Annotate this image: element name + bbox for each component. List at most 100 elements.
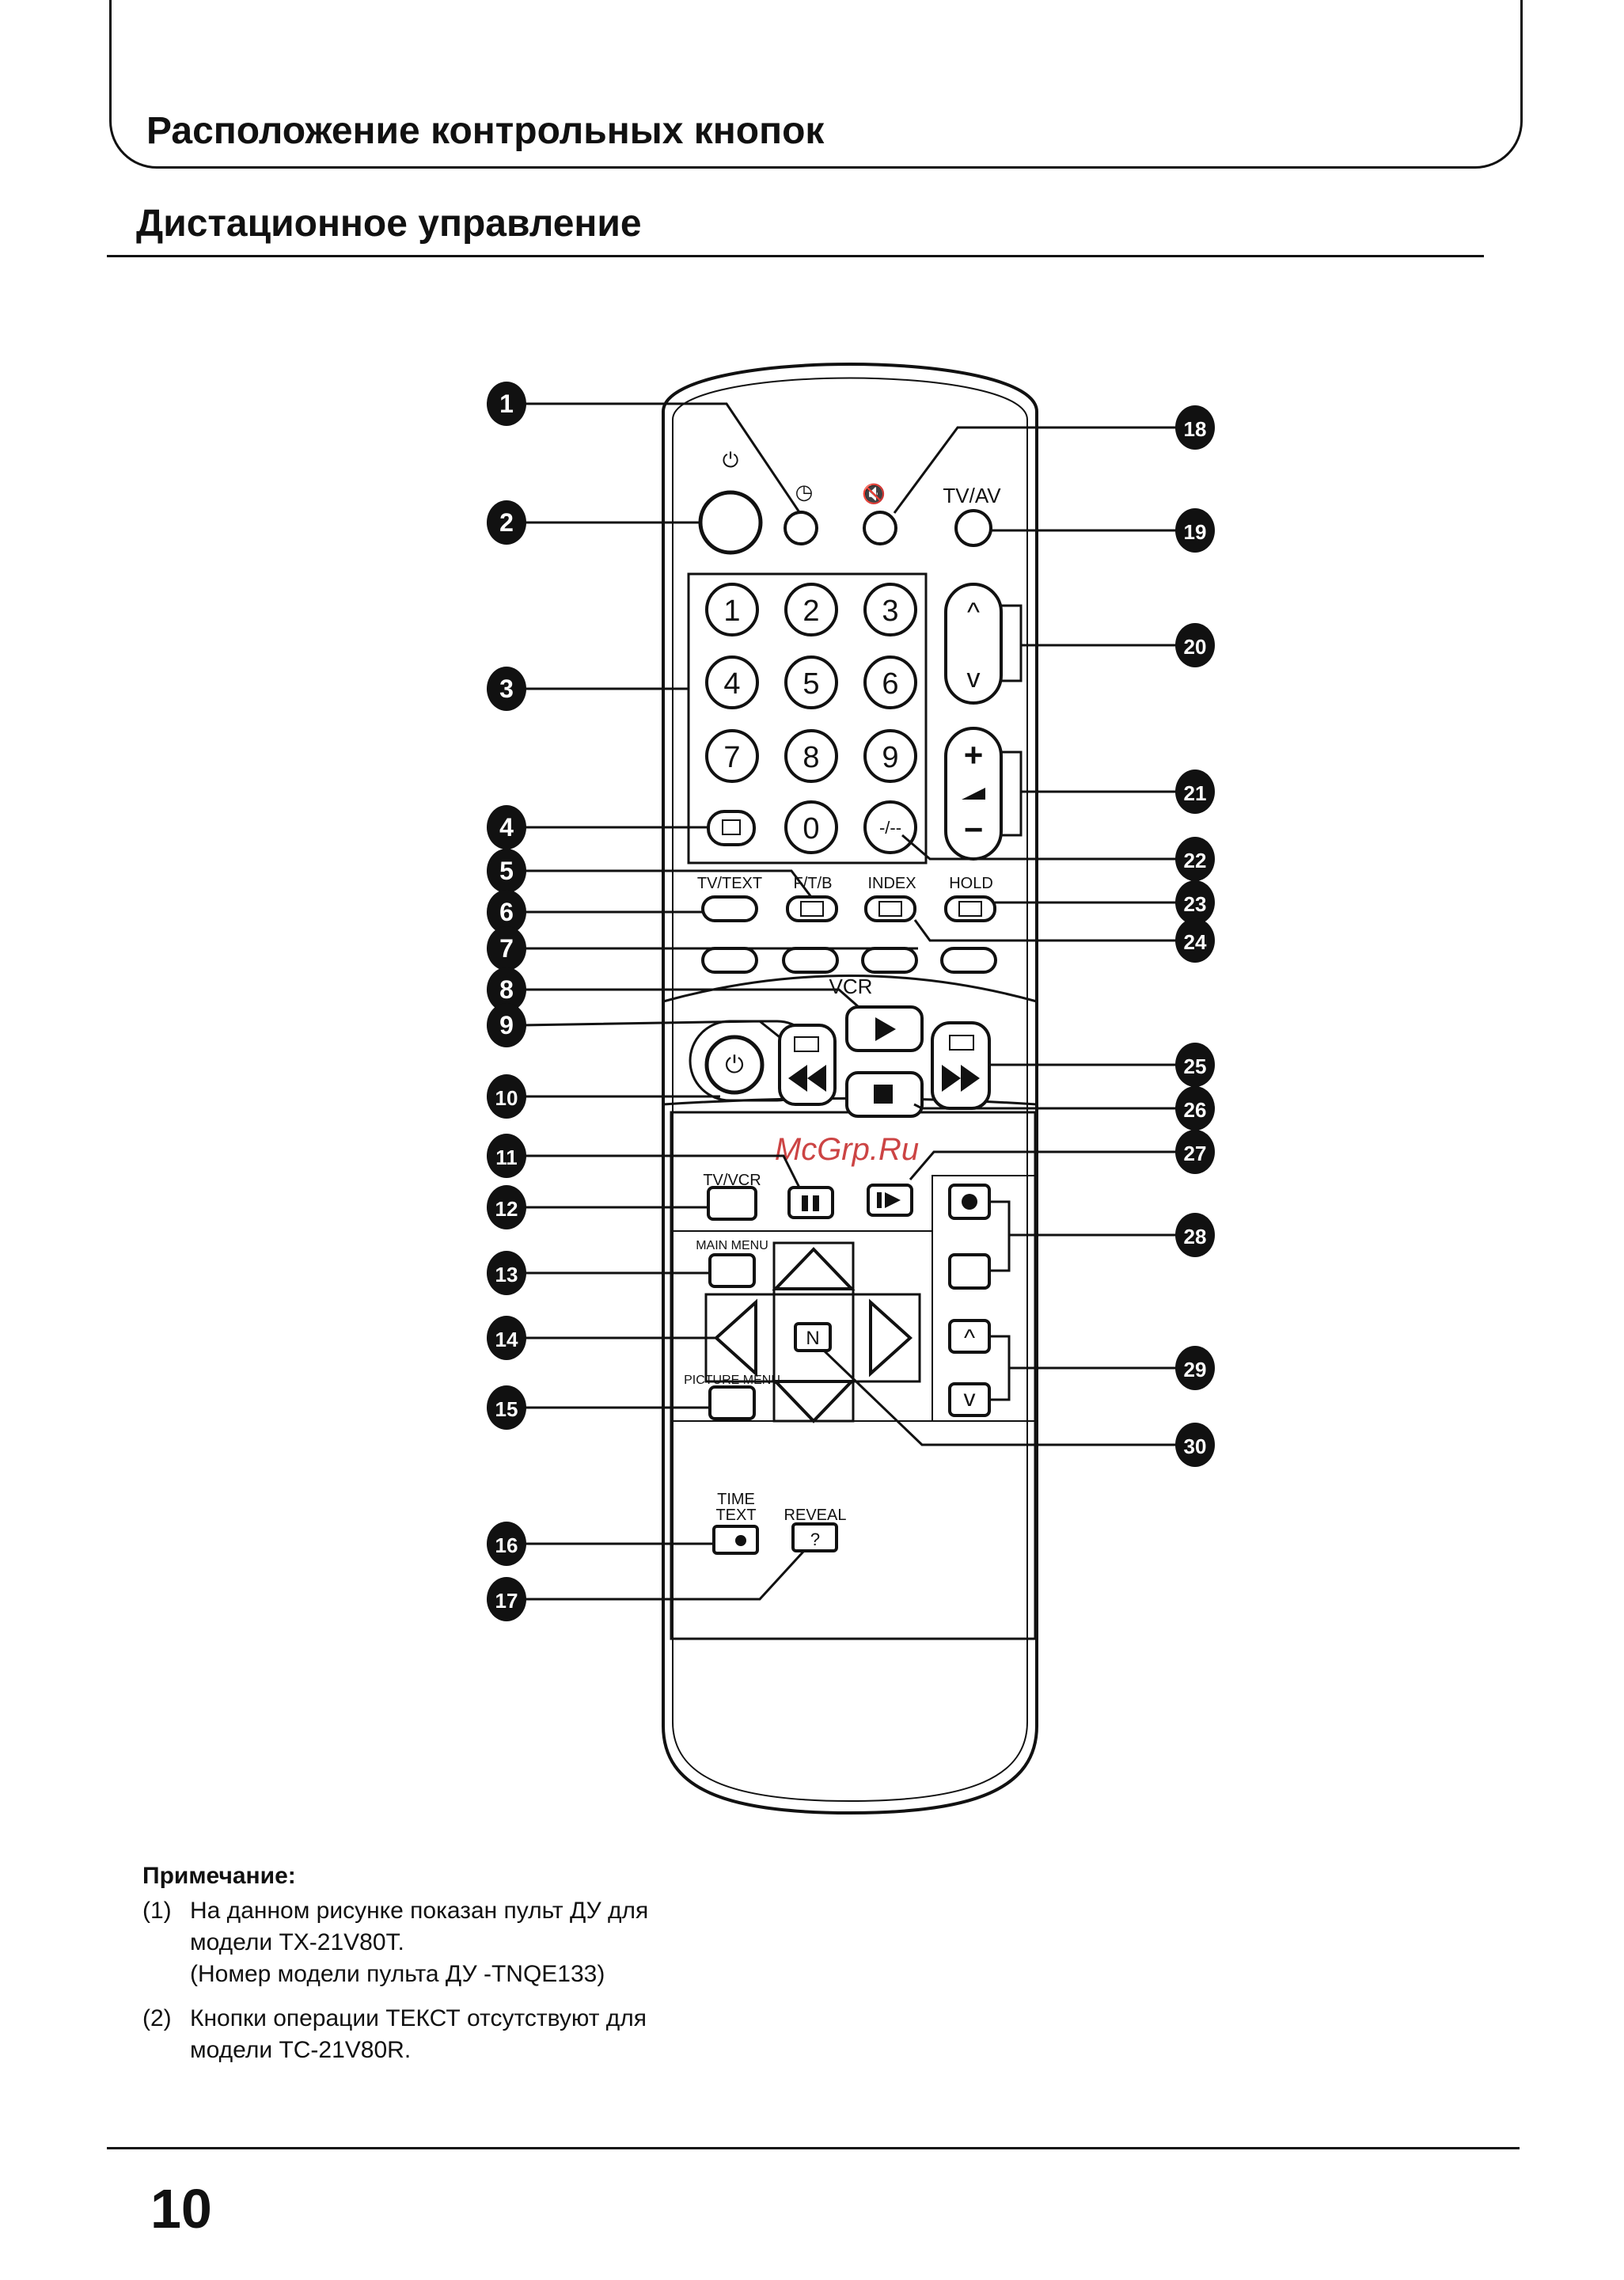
- note-line: модели TC-21V80R.: [190, 2037, 412, 2063]
- callout-number: 6: [499, 898, 514, 926]
- cursor-down-button[interactable]: [772, 1380, 856, 1423]
- callout-number: 11: [495, 1146, 518, 1169]
- hold-label: HOLD: [949, 875, 993, 892]
- fastext-yellow-button[interactable]: [861, 947, 918, 974]
- digit-button-4[interactable]: [705, 656, 759, 709]
- hold-button[interactable]: [944, 895, 996, 922]
- digit-button-5[interactable]: [784, 656, 838, 709]
- index-icon: [878, 901, 902, 917]
- digit-label: 8: [803, 741, 819, 774]
- callout-badge: [487, 1251, 526, 1295]
- aspect-icon: [722, 819, 741, 835]
- vcr-ch-up-label: ^: [964, 1325, 975, 1351]
- fastext-green-button[interactable]: [782, 947, 839, 974]
- aspect-button[interactable]: [707, 810, 756, 846]
- cursor-right-button[interactable]: [869, 1298, 913, 1378]
- callout-number: 23: [1184, 892, 1207, 916]
- callout-number: 17: [495, 1589, 518, 1613]
- digit-button-6[interactable]: [863, 656, 917, 709]
- header-divider: [107, 255, 1484, 257]
- callout-badge: [1175, 837, 1215, 881]
- hold-icon: [958, 901, 982, 917]
- vcr-ch-down-label: v: [964, 1385, 976, 1412]
- reveal-label: REVEAL: [784, 1507, 847, 1524]
- vcr-label: VCR: [829, 975, 873, 998]
- note-number: (2): [142, 2005, 172, 2031]
- fastext-red-button[interactable]: [701, 947, 758, 974]
- callout-badge: [487, 667, 526, 711]
- stop-icon: [874, 1085, 893, 1104]
- index-button[interactable]: [864, 895, 916, 922]
- callout-badge: [487, 849, 526, 893]
- callout-number: 29: [1184, 1358, 1207, 1381]
- tv-text-button[interactable]: [701, 895, 758, 922]
- digit-button-1[interactable]: [705, 583, 759, 636]
- n-button[interactable]: [794, 1322, 832, 1352]
- callout-badge: [1175, 405, 1215, 450]
- slow-icon: [877, 1192, 901, 1208]
- play-icon: [875, 1017, 896, 1041]
- callout-badge: [1175, 770, 1215, 814]
- digit-label: 0: [803, 812, 819, 846]
- picture-menu-button[interactable]: [708, 1385, 756, 1420]
- rec-panel: [932, 1175, 1036, 1422]
- page-subtitle: Дистационное управление: [136, 203, 642, 245]
- callout-badge: [487, 1074, 526, 1119]
- channel-rocker[interactable]: [944, 583, 1003, 705]
- callout-number: 14: [495, 1328, 518, 1351]
- main-menu-button[interactable]: [708, 1253, 756, 1288]
- callouts: 1234567891011121314151617181920212223242…: [487, 382, 1215, 1621]
- cursor-up-button[interactable]: [772, 1247, 856, 1290]
- leader-lines: [522, 402, 1179, 1601]
- dash-button[interactable]: [863, 800, 917, 854]
- time-text-icon: [735, 1535, 746, 1546]
- digit-button-3[interactable]: [863, 583, 917, 636]
- remote-body-inner: [672, 377, 1028, 1803]
- note-item-2: (2) Кнопки операции ТЕКСТ отсутствуют дл…: [142, 2003, 648, 2066]
- digit-label: 2: [803, 595, 819, 628]
- vcr-standby-button[interactable]: [704, 1035, 765, 1095]
- page-header-frame: [109, 0, 1523, 169]
- callout-badge: [1175, 508, 1215, 553]
- standby-button[interactable]: [698, 490, 763, 555]
- callout-number: 10: [495, 1086, 518, 1110]
- digit-button-2[interactable]: [784, 583, 838, 636]
- tv-av-button[interactable]: [954, 509, 992, 547]
- digit-button-7[interactable]: [705, 729, 759, 783]
- callout-badge: [1175, 1423, 1215, 1467]
- callout-number: 2: [499, 508, 514, 537]
- callout-number: 18: [1184, 417, 1207, 441]
- reveal-button[interactable]: [791, 1522, 838, 1552]
- tv-vcr-button[interactable]: [707, 1186, 757, 1221]
- ch-down-label: v: [967, 663, 981, 694]
- callout-number: 30: [1184, 1434, 1207, 1458]
- timer-icon: ◷: [795, 480, 814, 504]
- digit-label: 7: [723, 741, 740, 774]
- record-lock-button[interactable]: [948, 1253, 991, 1290]
- callout-number: 21: [1184, 781, 1207, 805]
- ftb-button[interactable]: [786, 895, 838, 922]
- callout-badge: [1175, 880, 1215, 925]
- watermark: McGrp.Ru: [775, 1132, 919, 1167]
- note-line: На данном рисунке показан пульт ДУ для: [190, 1898, 649, 1924]
- pause-button[interactable]: [787, 1186, 834, 1219]
- callout-badge: [487, 1522, 526, 1566]
- callout-number: 15: [495, 1397, 518, 1421]
- page-number: 10: [150, 2178, 212, 2240]
- digit-label: 3: [882, 595, 898, 628]
- fastext-blue-button[interactable]: [940, 947, 997, 974]
- cursor-left-button[interactable]: [714, 1298, 757, 1378]
- note-line: (Номер модели пульта ДУ -TNQE133): [190, 1961, 605, 1987]
- timer-button[interactable]: [784, 511, 818, 545]
- digit-label: 6: [882, 667, 898, 701]
- digit-button-8[interactable]: [784, 729, 838, 783]
- digit-button-0[interactable]: [784, 800, 838, 854]
- callout-number: 28: [1184, 1225, 1207, 1248]
- mute-button[interactable]: [863, 511, 897, 545]
- ff-mini-icon: [949, 1035, 974, 1051]
- mute-icon: 🔇: [862, 483, 886, 505]
- callout-number: 13: [495, 1263, 518, 1286]
- digit-button-9[interactable]: [863, 729, 917, 783]
